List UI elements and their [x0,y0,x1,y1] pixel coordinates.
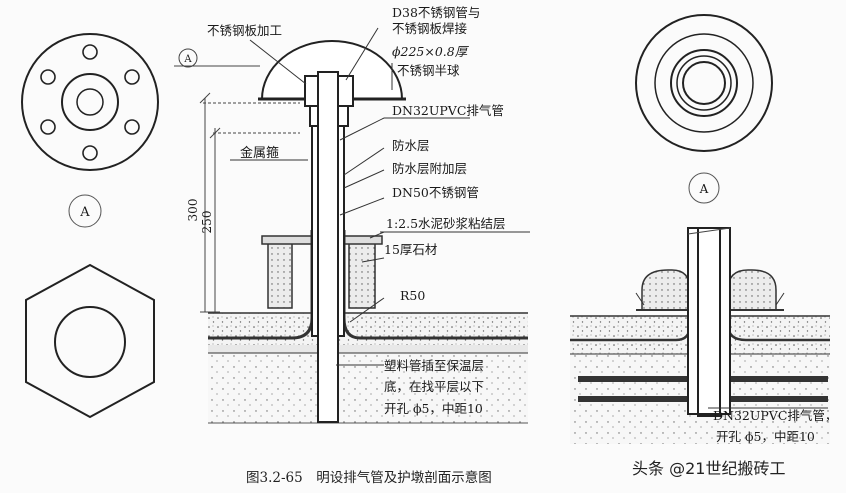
label-hemisphere-2: 不锈钢半球 [397,63,460,78]
vent-pipe [304,71,354,423]
figure-caption: 图3.2-65 明设排气管及护墩剖面示意图 [246,469,492,486]
right-detail [570,227,830,444]
label-plastic-2: 底，在找平层以下 [384,379,484,394]
label-stone: 15厚石材 [384,242,437,257]
section-mark-flange: A [68,194,102,228]
label-dn50: DN50不锈钢管 [392,185,479,200]
label-hemisphere-1: ϕ225×0.8厚 [392,44,470,59]
svg-text:A: A [183,54,192,65]
svg-text:A: A [699,182,709,196]
center-labels: 不锈钢板加工 D38不锈钢管与 不锈钢板焊接 ϕ225×0.8厚 不锈钢半球 D… [207,5,506,416]
label-plastic-1: 塑料管插至保温层 [384,358,484,373]
leader-lines [230,27,530,366]
svg-text:A: A [79,205,90,220]
hemisphere-cap [258,40,406,101]
label-plastic-3: 开孔 ϕ5，中距10 [384,401,483,416]
label-steel-plate: 不锈钢板加工 [207,23,282,38]
watermark: 头条 @21世纪搬砖工 [632,459,785,478]
label-metal-hoop: 金属箍 [240,145,279,161]
dim-300: 300 [186,199,200,222]
label-mortar: 1:2.5水泥砂浆粘结层 [386,216,506,231]
label-right-pipe-2: 开孔 ϕ5，中距10 [716,429,815,444]
label-waterproof: 防水层 [392,138,430,153]
cap-top-view [635,14,773,152]
label-d38-2: 不锈钢板焊接 [392,21,468,36]
label-waterproof-extra: 防水层附加层 [392,161,467,176]
dim-250: 250 [200,211,214,234]
hex-nut-view [25,263,155,419]
label-pvc-pipe: DN32UPVC排气管 [392,103,504,118]
label-right-pipe-1: DN32UPVC排气管， [713,408,837,423]
dimension-lines [199,92,300,313]
section-mark-top: A [174,48,260,68]
flange-top-view [21,33,159,171]
label-d38-1: D38不锈钢管与 [392,5,480,20]
section-mark-top-view: A [688,172,720,204]
label-r50: R50 [400,288,425,303]
